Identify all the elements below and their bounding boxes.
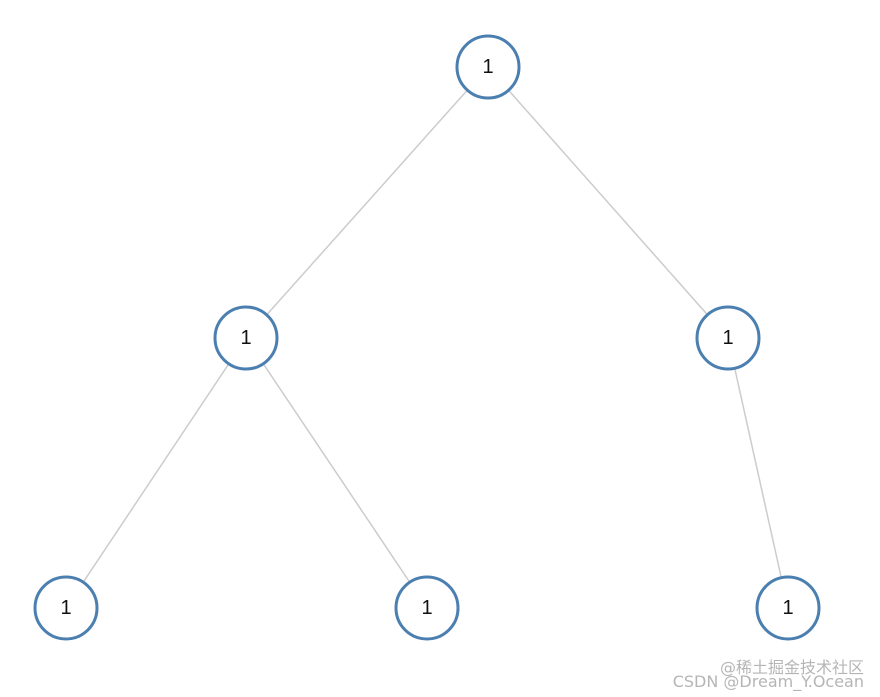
tree-node-left: 1 [213,305,279,371]
tree-node-left-left: 1 [33,575,99,641]
node-label: 1 [60,597,71,619]
node-circle [213,305,279,371]
watermark-csdn: CSDN @Dream_Y.Ocean [672,672,864,691]
edge-root-to-left [266,89,468,316]
edge-left-to-left-left [82,363,230,583]
tree-node-right: 1 [695,305,761,371]
tree-node-left-right: 1 [394,575,460,641]
node-circle [33,575,99,641]
node-circle [455,34,521,100]
watermark-juejin: @稀土掘金技术社区 [719,658,864,677]
nodes-layer: 1 1 1 1 1 1 [33,34,821,641]
tree-node-right-right: 1 [755,575,821,641]
node-label: 1 [782,597,793,619]
node-label: 1 [722,327,733,349]
edge-root-to-right [507,89,709,316]
node-circle [394,575,460,641]
edge-right-to-right-right [733,368,783,578]
edge-left-to-left-right [262,363,411,583]
node-label: 1 [421,597,432,619]
tree-node-root: 1 [455,34,521,100]
node-label: 1 [482,56,493,78]
node-circle [755,575,821,641]
edges-layer [82,89,783,583]
node-label: 1 [240,327,251,349]
node-circle [695,305,761,371]
